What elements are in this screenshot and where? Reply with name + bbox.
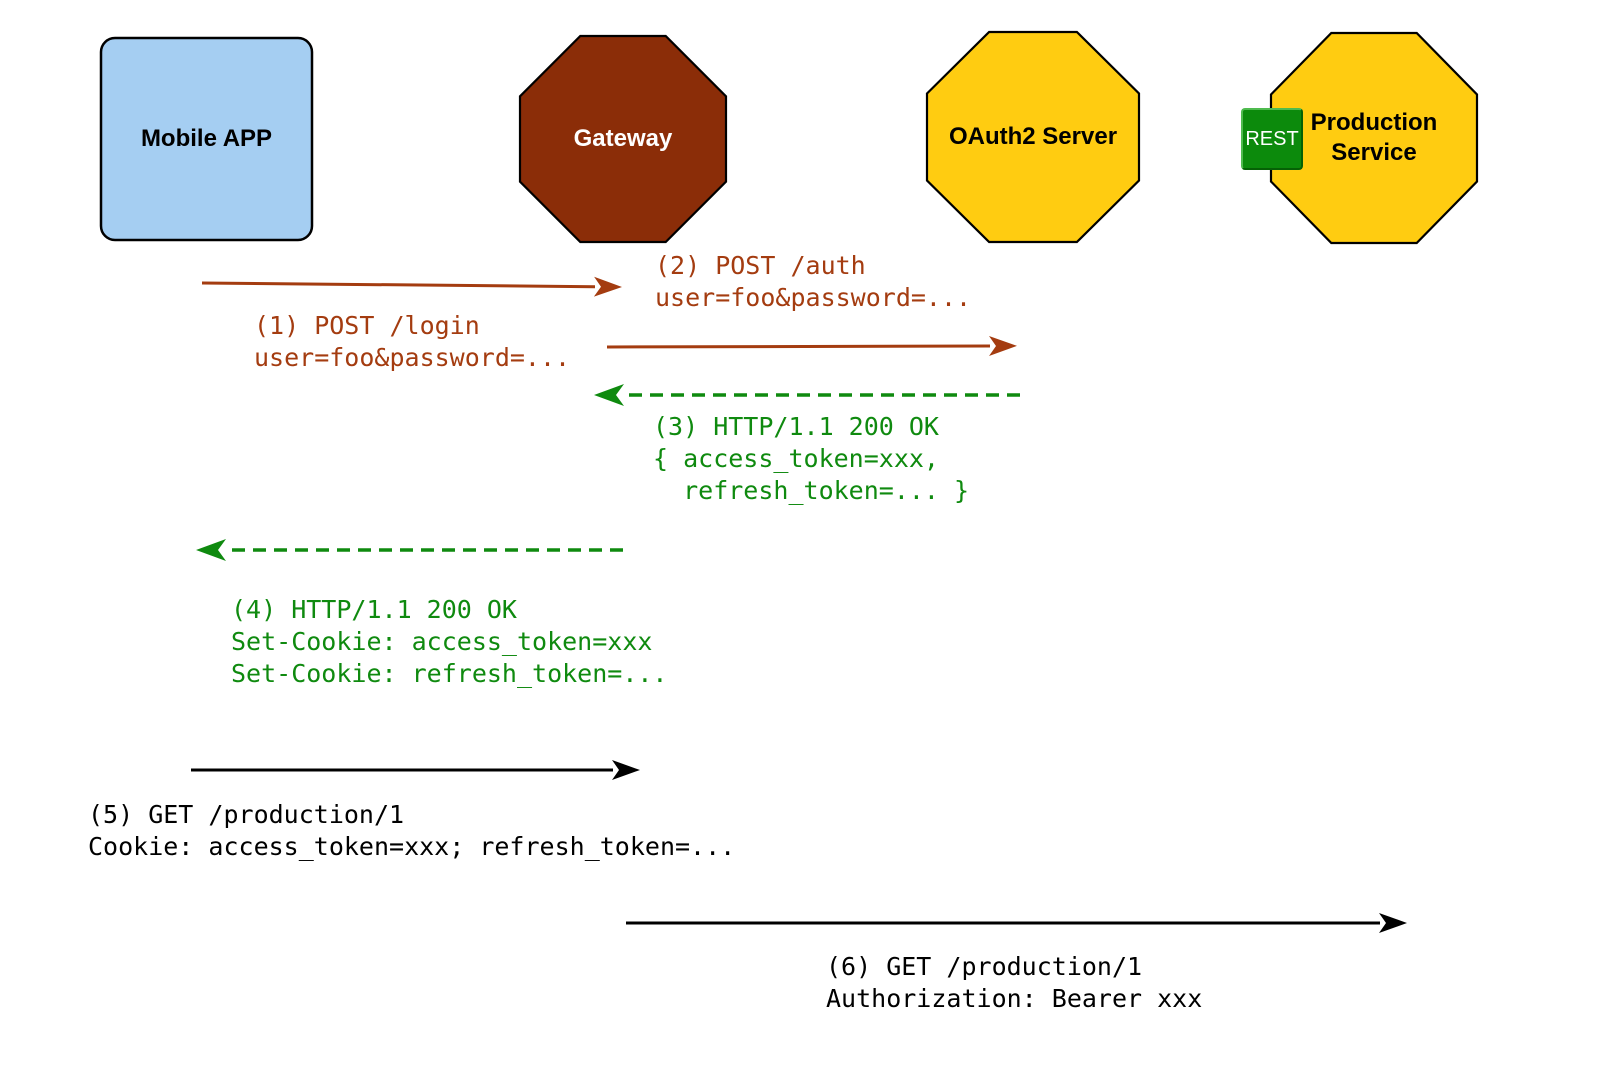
oauth2-server-node (925, 30, 1141, 244)
message-1-label: (1) POST /login user=foo&password=... (254, 311, 571, 372)
message-3-label: (3) HTTP/1.1 200 OK { access_token=xxx, … (653, 412, 970, 505)
rest-badge-label: REST (1245, 127, 1299, 150)
mobile-app-node (99, 36, 314, 242)
rest-badge: REST (1241, 108, 1303, 170)
production-service-node (1269, 31, 1479, 245)
message-4-label: (4) HTTP/1.1 200 OK Set-Cookie: access_t… (231, 595, 668, 688)
gateway-node (518, 34, 728, 244)
message-6-label: (6) GET /production/1 Authorization: Bea… (826, 952, 1203, 1013)
message-2-arrow (606, 336, 1017, 357)
message-5-label: (5) GET /production/1 Cookie: access_tok… (88, 800, 736, 861)
message-2-label: (2) POST /auth user=foo&password=... (655, 251, 972, 312)
message-1-arrow (201, 276, 622, 297)
